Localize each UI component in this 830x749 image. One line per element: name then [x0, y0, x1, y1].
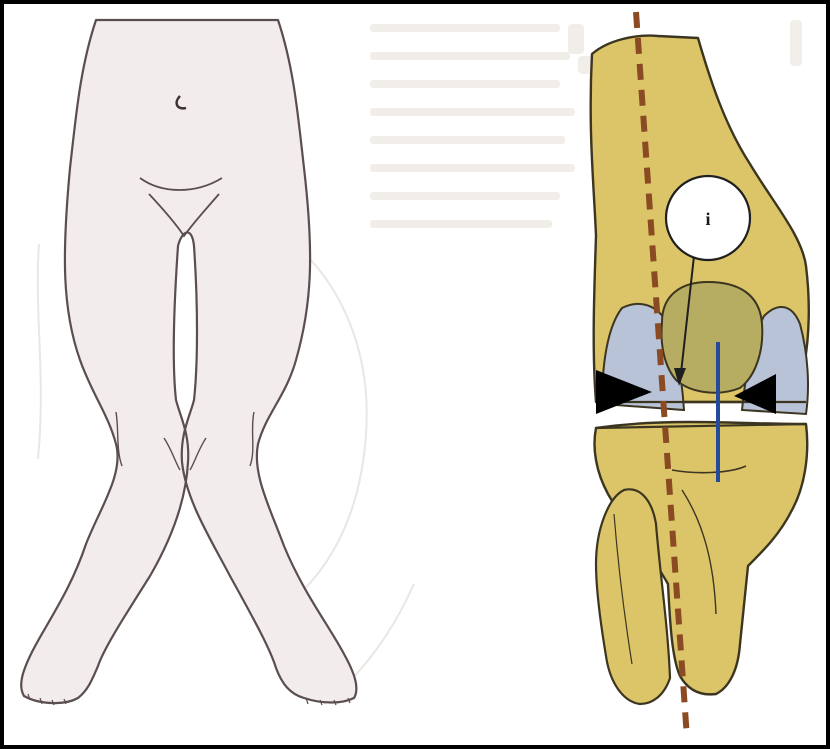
marker-label: i [705, 209, 710, 229]
legs-silhouette [21, 20, 356, 703]
knee-valgus-illustration: i [4, 4, 826, 745]
legs-figure [21, 20, 356, 705]
knee-bones-figure: i [591, 12, 809, 738]
